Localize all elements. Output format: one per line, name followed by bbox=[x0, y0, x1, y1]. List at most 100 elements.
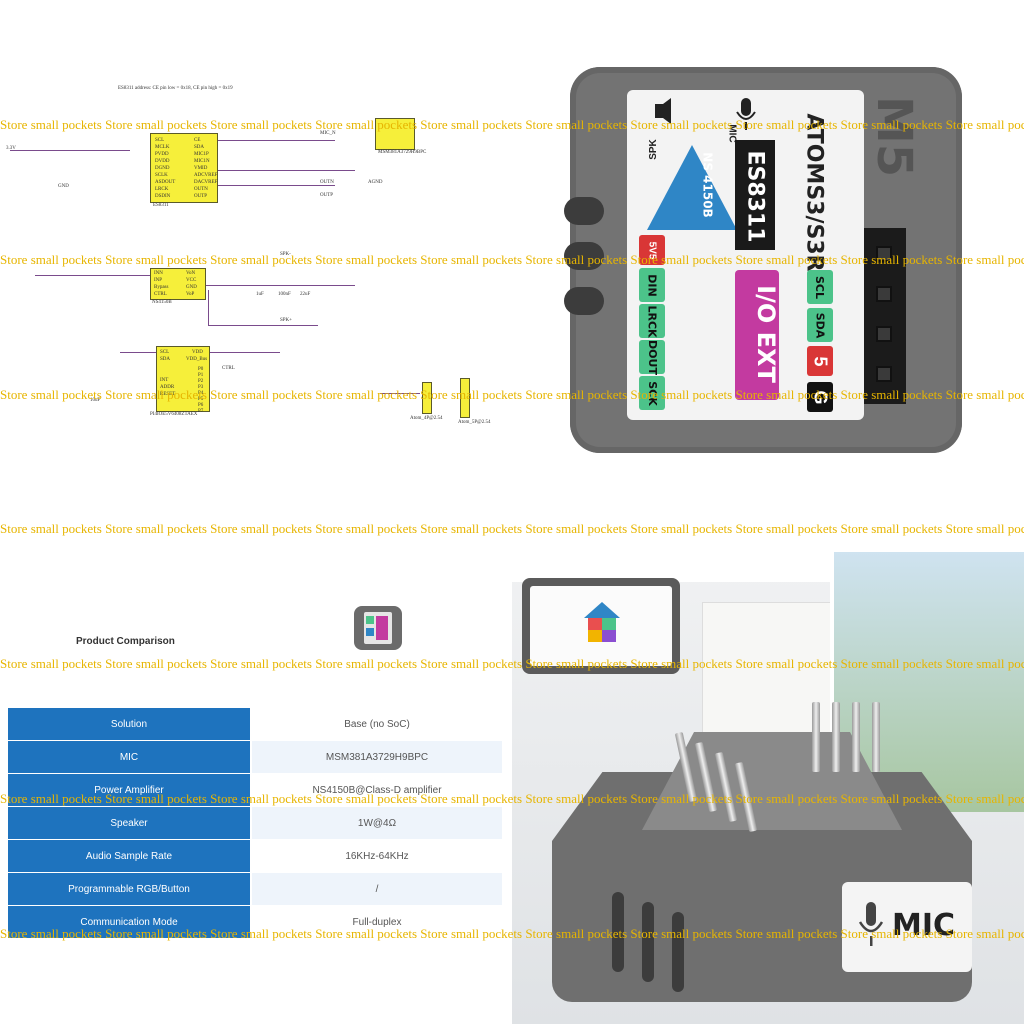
es8311-label: ES8311 bbox=[742, 150, 768, 243]
pin-label: DACVREF bbox=[194, 180, 218, 185]
pin-label: OUTP bbox=[194, 194, 208, 199]
pin-label: DGND bbox=[155, 166, 170, 171]
side-notch bbox=[564, 197, 604, 225]
io-ext-box bbox=[735, 270, 779, 400]
tag-sck: SCK bbox=[639, 376, 665, 410]
pin-label: DSDIN bbox=[155, 194, 171, 199]
pin-label: PVDD bbox=[155, 152, 169, 157]
pin-hole bbox=[876, 286, 892, 302]
es8311-label: ES8311 bbox=[153, 203, 169, 208]
connector-label: Atom_4P@2.54 bbox=[410, 416, 443, 421]
connector-4p bbox=[422, 382, 432, 414]
schematic-wire bbox=[208, 290, 209, 325]
pin-hole bbox=[876, 366, 892, 382]
pin-label: SDA bbox=[160, 357, 171, 362]
pin-label: DVDD bbox=[155, 159, 170, 164]
pin-label: P6 bbox=[198, 403, 204, 408]
schematic-panel: ES8311 address: CE pin low = 0x18, CE pi… bbox=[0, 0, 512, 512]
pin-label: MIC1N bbox=[194, 159, 210, 164]
mic-chip bbox=[375, 118, 415, 150]
pin-label: ASDOUT bbox=[155, 180, 176, 185]
table-row: Solution Base (no SoC) bbox=[8, 708, 502, 740]
tag-g: G bbox=[807, 382, 833, 412]
net-label: OUTN bbox=[320, 180, 334, 185]
model-label: ATOMS3/S3R bbox=[801, 113, 827, 272]
net-label: SPK+ bbox=[280, 318, 292, 323]
io-expander-chip bbox=[156, 346, 210, 412]
tag-5: 5 bbox=[807, 346, 833, 376]
io-ext-label: I/O EXT bbox=[751, 285, 780, 383]
pin-label: P7 bbox=[198, 409, 204, 414]
mic-icon bbox=[858, 902, 884, 946]
pin-label: INN bbox=[154, 271, 163, 276]
schematic-wire bbox=[120, 352, 160, 353]
pin-label: VDD_Bus bbox=[186, 357, 208, 362]
schematic-wire bbox=[208, 325, 318, 326]
ns-chip-label: NS 4150B bbox=[700, 152, 715, 218]
connector-5p bbox=[460, 378, 470, 418]
smart-home-icon bbox=[584, 602, 620, 642]
table-row: MIC MSM381A3729H9BPC bbox=[8, 741, 502, 773]
table-row: Speaker 1W@4Ω bbox=[8, 807, 502, 839]
tag-dout: DOUT bbox=[639, 340, 665, 374]
row-value: 16KHz-64KHz bbox=[345, 850, 409, 862]
product-comparison-panel: Product Comparison Solution Base (no SoC… bbox=[0, 512, 512, 1024]
pin-label: VDD bbox=[192, 350, 203, 355]
es8311-chip-box bbox=[735, 140, 775, 250]
table-row: Communication Mode Full-duplex bbox=[8, 906, 502, 938]
row-key: Speaker bbox=[8, 807, 250, 839]
net-label: 1uF bbox=[256, 292, 264, 297]
row-key: Programmable RGB/Button bbox=[8, 873, 250, 905]
pin-label: CE bbox=[194, 138, 201, 143]
pin-hole bbox=[876, 326, 892, 342]
tag-lrck: LRCK bbox=[639, 304, 665, 338]
row-value: 1W@4Ω bbox=[252, 807, 502, 839]
ns4150b-triangle bbox=[647, 145, 737, 230]
net-label: 22uF bbox=[300, 292, 311, 297]
header-pin bbox=[832, 702, 840, 772]
row-value: NS4150B@Class-D amplifier bbox=[312, 784, 442, 796]
pin-label: VoP bbox=[186, 292, 195, 297]
pin-label: INT bbox=[160, 378, 169, 383]
pin-label: SDA bbox=[194, 145, 205, 150]
connector-label: Atom_5P@2.54 bbox=[458, 420, 491, 425]
pin-label: SCL bbox=[160, 350, 170, 355]
device-top-view: SPK NS 4150B MIC ES8311 ATOMS3/S3R 5V5 D… bbox=[512, 0, 1024, 512]
pin-label: GND bbox=[186, 285, 197, 290]
net-label: AGND bbox=[368, 180, 383, 185]
row-key: Communication Mode bbox=[8, 906, 250, 938]
es8311-chip bbox=[150, 133, 218, 203]
table-row: Power Amplifier NS4150B@Class-D amplifie… bbox=[8, 774, 502, 806]
net-label: 3.3V bbox=[6, 146, 16, 151]
net-label: 100nF bbox=[278, 292, 291, 297]
pin-label: RESET bbox=[160, 392, 176, 397]
pin-label: CTRL bbox=[154, 292, 167, 297]
schematic-wire bbox=[215, 170, 355, 171]
row-key: Power Amplifier bbox=[8, 774, 250, 806]
pin-label: ADCVREF bbox=[194, 173, 218, 178]
speaker-icon bbox=[655, 98, 671, 124]
header-pin bbox=[812, 702, 820, 772]
tag-scl: SCL bbox=[807, 270, 833, 304]
device-photo-scene: MIC bbox=[512, 512, 1024, 1024]
pin-label: Bypass bbox=[154, 285, 169, 290]
row-key: MIC bbox=[8, 741, 250, 773]
side-notch bbox=[564, 287, 604, 315]
schematic-header-note: ES8311 address: CE pin low = 0x18, CE pi… bbox=[118, 86, 233, 91]
vent-slot bbox=[612, 892, 624, 972]
row-value: / bbox=[252, 873, 502, 905]
net-label: CTRL bbox=[222, 366, 235, 371]
tag-5v: 5V5 bbox=[639, 235, 665, 265]
pin-label: SCLK bbox=[155, 173, 168, 178]
wall-tablet bbox=[522, 578, 680, 674]
schematic-wire bbox=[215, 185, 335, 186]
grove-port bbox=[864, 228, 906, 404]
io-expander-label: PI4IOE5V6408ZTAEX bbox=[150, 412, 198, 417]
net-label: MIC_N bbox=[320, 131, 336, 136]
pin-label: VCC bbox=[186, 278, 197, 283]
pin-label: MCLK bbox=[155, 145, 170, 150]
header-pin bbox=[852, 702, 860, 772]
product-thumbnail bbox=[354, 606, 402, 650]
device-3d: MIC bbox=[552, 702, 972, 1002]
schematic-wire bbox=[380, 393, 420, 394]
